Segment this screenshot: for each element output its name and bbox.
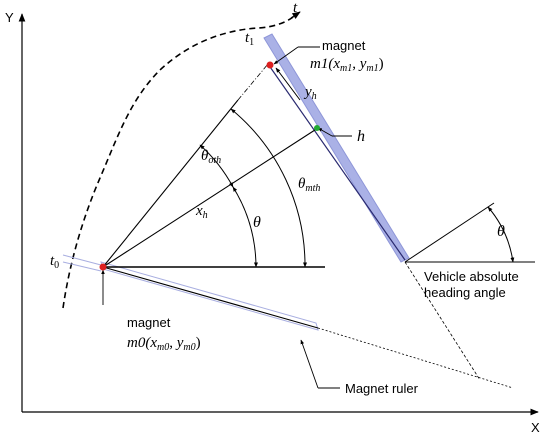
t0-label: t0 xyxy=(50,253,59,271)
x-axis-label: X xyxy=(531,420,540,435)
m1-leader xyxy=(273,46,299,65)
dashdot-extension xyxy=(237,63,269,101)
heading-theta-arc xyxy=(487,206,515,263)
xh-vector xyxy=(102,99,239,268)
magnet1-point xyxy=(266,61,274,69)
ruler-leader xyxy=(300,339,319,389)
yh-label: yh xyxy=(303,84,317,102)
theta-label: θ xyxy=(253,214,261,231)
theta-oth-label: θoth xyxy=(201,148,221,166)
ruler-t0-left xyxy=(62,254,102,266)
heading-direction-line xyxy=(404,202,495,263)
theta-mth-arc xyxy=(230,108,308,268)
ruler-t1-extension xyxy=(404,261,481,381)
xh-label: xh xyxy=(195,203,208,221)
heading-label-line1: Vehicle absolute xyxy=(424,269,519,284)
trajectory-label: t xyxy=(293,0,298,16)
magnet-ruler-label: Magnet ruler xyxy=(345,381,419,396)
ruler-t0-left-b xyxy=(62,261,102,272)
magnet0-coords: m0(xm0, ym0) xyxy=(127,335,201,353)
h-leader xyxy=(317,127,333,137)
t1-label: t1 xyxy=(245,30,254,48)
magnet0-word: magnet xyxy=(127,315,171,330)
yh-arrow xyxy=(275,67,301,101)
magnet0-point xyxy=(99,263,107,271)
theta-mth-label: θmth xyxy=(298,176,320,194)
heading-label-line2: heading angle xyxy=(424,285,506,300)
magnet1-word: magnet xyxy=(322,38,366,53)
center-point-h xyxy=(314,125,320,131)
heading-theta-label: θ xyxy=(497,223,505,240)
magnet1-coords: m1(xm1, ym1) xyxy=(310,56,384,74)
y-axis-label: Y xyxy=(5,10,14,25)
ruler-t0-centerline xyxy=(102,266,319,329)
ruler-t0-extension xyxy=(317,327,514,389)
magnet-ruler-t1 xyxy=(263,33,410,263)
h-label: h xyxy=(357,128,365,145)
trajectory-path xyxy=(62,13,298,309)
ruler-t1-centerline xyxy=(267,63,406,261)
trajectory-arrow xyxy=(290,11,301,19)
h-vector xyxy=(102,127,319,268)
